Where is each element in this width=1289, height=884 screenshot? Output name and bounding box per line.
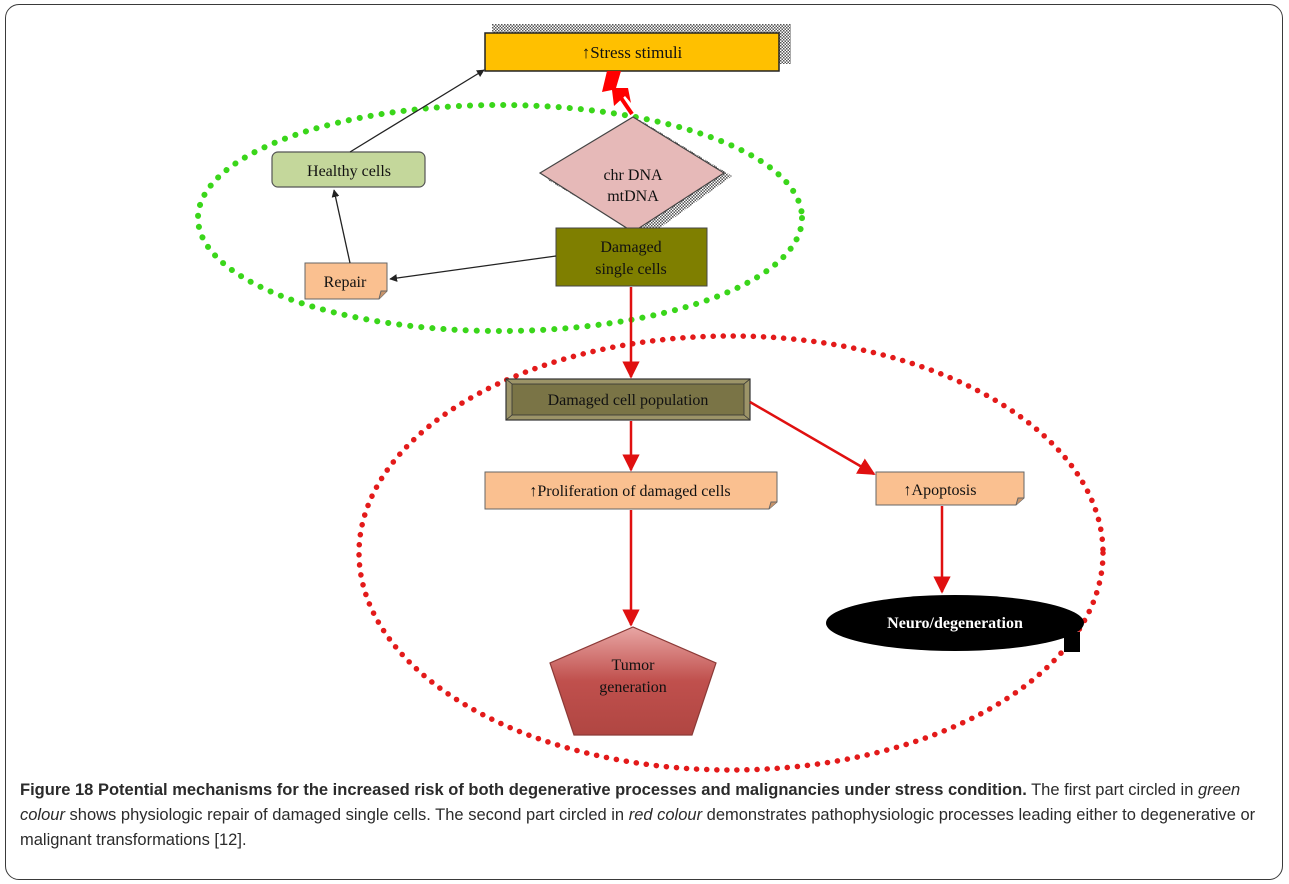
damaged-cell-population-node: Damaged cell population: [505, 378, 751, 421]
repair-node: Repair: [304, 262, 388, 300]
neurodegeneration-node: Neuro/degeneration: [826, 595, 1084, 652]
apoptosis-node: ↑Apoptosis: [875, 471, 1025, 506]
arrow-healthy-to-stress: [349, 69, 485, 153]
repair-label: Repair: [324, 274, 367, 291]
dna-label-line1: chr DNA: [603, 167, 663, 184]
damaged-cell-population-label: Damaged cell population: [548, 392, 709, 409]
dna-node: chr DNA mtDNA: [538, 116, 732, 238]
damaged-single-label-line1: Damaged: [600, 239, 661, 256]
proliferation-node: ↑Proliferation of damaged cells: [484, 471, 778, 510]
caption-em-red: red colour: [628, 806, 703, 824]
stress-stimuli-node: ↑Stress stimuli: [484, 24, 791, 72]
dna-label-line2: mtDNA: [607, 188, 659, 205]
red-dotted-circle: [356, 333, 1106, 773]
arrow-population-to-apoptosis: [749, 400, 876, 476]
stress-stimuli-label: ↑Stress stimuli: [582, 43, 683, 62]
caption-em-green: green colour: [20, 781, 1241, 824]
proliferation-label: ↑Proliferation of damaged cells: [529, 483, 730, 500]
healthy-cells-node: Healthy cells: [271, 151, 426, 188]
neurodegeneration-label: Neuro/degeneration: [887, 615, 1023, 632]
tumor-label-line2: generation: [599, 679, 667, 696]
stress-mechanism-diagram: ↑Stress stimuli chr DNA mtDNA Healthy ce…: [195, 24, 1106, 773]
caption-label: Figure 18 Potential mechanisms for the i…: [20, 781, 1027, 799]
tumor-label-line1: Tumor: [612, 657, 656, 674]
arrow-damaged-to-repair: [389, 255, 557, 282]
arrow-repair-to-healthy: [331, 189, 351, 264]
apoptosis-label: ↑Apoptosis: [904, 482, 977, 499]
healthy-cells-label: Healthy cells: [307, 163, 391, 180]
caption-text-3: demonstrates pathophysiologic processes …: [20, 806, 1256, 849]
damaged-single-label-line2: single cells: [595, 261, 667, 278]
tumor-generation-node: Tumor generation: [549, 626, 717, 736]
figure-caption: Figure 18 Potential mechanisms for the i…: [20, 778, 1275, 853]
green-dotted-circle: [195, 102, 805, 334]
caption-text-2: shows physiologic repair of damaged sing…: [64, 806, 629, 824]
lightning-bolt-icon: [602, 71, 634, 116]
damaged-single-cells-node: Damaged single cells: [555, 227, 708, 287]
caption-text-1: The first part circled in: [1026, 781, 1198, 799]
